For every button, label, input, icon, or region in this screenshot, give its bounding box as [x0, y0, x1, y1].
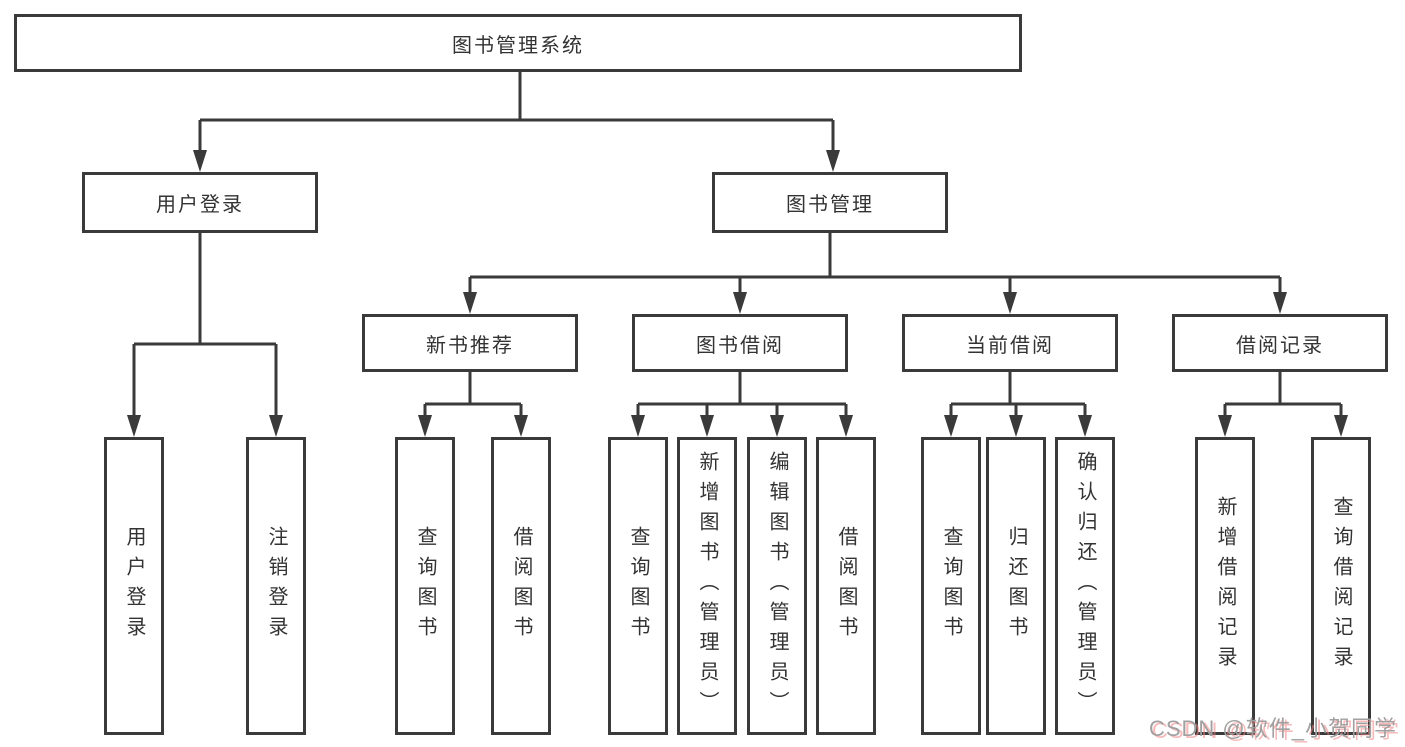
leaf-borrow-book-label: 借阅图书: [835, 526, 857, 646]
leaf-logout-label: 注销登录: [265, 526, 287, 646]
node-new-book-recommend-label: 新书推荐: [426, 334, 514, 357]
leaf-confirm-return-admin-label: 确认归还（管理员）: [1074, 451, 1096, 721]
leaf-query-book-borrow: 查询图书: [608, 437, 668, 735]
leaf-return-book-label: 归还图书: [1005, 526, 1027, 646]
leaf-borrow-book: 借阅图书: [816, 437, 876, 735]
leaf-query-book-recommend-label: 查询图书: [414, 526, 436, 646]
leaf-query-book-borrow-label: 查询图书: [627, 526, 649, 646]
node-book-management: 图书管理: [712, 172, 948, 233]
node-user-login-label: 用户登录: [156, 194, 244, 216]
csdn-watermark: CSDN @软件_小贺同学: [1148, 716, 1397, 741]
leaf-user-login-label: 用户登录: [123, 526, 145, 646]
leaf-query-book-recommend: 查询图书: [395, 437, 455, 735]
leaf-query-book-current-label: 查询图书: [940, 526, 962, 646]
leaf-add-book-admin: 新增图书（管理员）: [677, 437, 737, 735]
leaf-query-book-current: 查询图书: [921, 437, 981, 735]
leaf-confirm-return-admin: 确认归还（管理员）: [1055, 437, 1115, 735]
node-new-book-recommend: 新书推荐: [362, 314, 578, 372]
node-book-management-label: 图书管理: [786, 194, 874, 216]
leaf-query-borrow-record: 查询借阅记录: [1311, 437, 1371, 735]
leaf-add-borrow-record: 新增借阅记录: [1195, 437, 1255, 735]
node-current-borrow: 当前借阅: [902, 314, 1118, 372]
node-current-borrow-label: 当前借阅: [966, 334, 1054, 357]
leaf-query-borrow-record-label: 查询借阅记录: [1330, 496, 1352, 676]
leaf-logout: 注销登录: [246, 437, 306, 735]
leaf-return-book: 归还图书: [986, 437, 1046, 735]
node-borrow-history-label: 借阅记录: [1236, 334, 1324, 357]
node-root-label: 图书管理系统: [452, 34, 584, 57]
leaf-borrow-book-recommend-label: 借阅图书: [510, 526, 532, 646]
leaf-edit-book-admin-label: 编辑图书（管理员）: [766, 451, 788, 721]
leaf-edit-book-admin: 编辑图书（管理员）: [747, 437, 807, 735]
node-book-borrow: 图书借阅: [632, 314, 848, 372]
node-root: 图书管理系统: [14, 14, 1022, 72]
leaf-borrow-book-recommend: 借阅图书: [491, 437, 551, 735]
leaf-add-borrow-record-label: 新增借阅记录: [1214, 496, 1236, 676]
node-book-borrow-label: 图书借阅: [696, 334, 784, 357]
node-borrow-history: 借阅记录: [1172, 314, 1388, 372]
node-user-login: 用户登录: [82, 172, 318, 233]
leaf-user-login: 用户登录: [104, 437, 164, 735]
leaf-add-book-admin-label: 新增图书（管理员）: [696, 451, 718, 721]
